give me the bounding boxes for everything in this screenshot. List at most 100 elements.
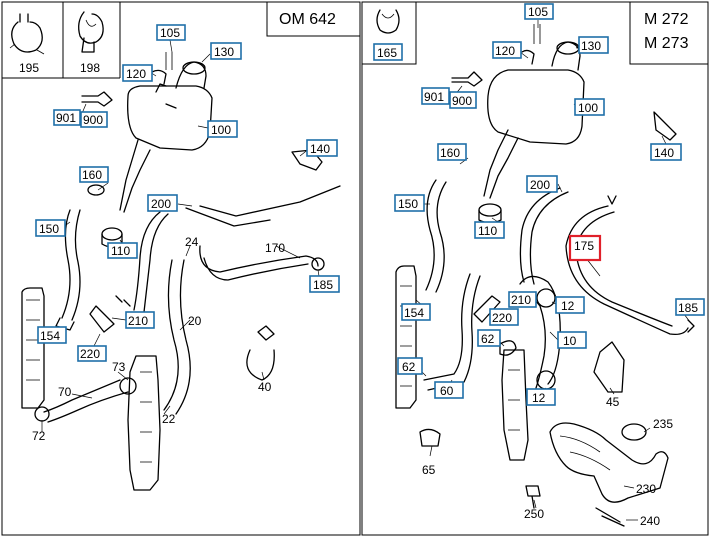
callout-60-right[interactable]: 60 [440, 384, 454, 398]
callout-box-110-right [474, 221, 505, 239]
clamp-165-drawing [376, 9, 400, 34]
callout-200-left[interactable]: 200 [151, 197, 171, 211]
callout-box-175-right-highlighted [568, 234, 602, 262]
callout-160-left[interactable]: 160 [82, 168, 102, 182]
callout-100-right[interactable]: 100 [578, 101, 598, 115]
part-label-170: 170 [265, 241, 285, 255]
callout-154-right[interactable]: 154 [404, 306, 424, 320]
callout-box-200-right [526, 175, 558, 193]
left-callouts: 105 130 120 901 900 100 140 160 200 150 … [35, 24, 340, 362]
callout-160-right[interactable]: 160 [440, 146, 460, 160]
part-label-65: 65 [422, 463, 436, 477]
callout-130-right[interactable]: 130 [581, 39, 601, 53]
callout-105-right[interactable]: 105 [528, 5, 548, 19]
callout-box-154-right [401, 303, 431, 321]
callout-box-160-left [79, 166, 109, 183]
callout-12-right-lower[interactable]: 12 [532, 391, 546, 405]
part-label-72: 72 [32, 429, 46, 443]
callout-175-right[interactable]: 175 [574, 239, 594, 253]
engine-title-right-2: M 273 [644, 35, 689, 52]
engine-title-left: OM 642 [279, 11, 336, 28]
callout-box-900-right [449, 91, 477, 109]
callout-210-left[interactable]: 210 [128, 314, 148, 328]
callout-box-160-right [437, 143, 467, 161]
callout-110-right[interactable]: 110 [478, 224, 497, 238]
callout-box-185-right [675, 298, 705, 316]
callout-box-901-right [421, 87, 450, 105]
left-radiator [21, 149, 325, 491]
callout-box-150-left [35, 219, 66, 237]
callout-900-left[interactable]: 900 [83, 113, 103, 127]
engine-box-left [266, 1, 361, 37]
callout-62-right-upper[interactable]: 62 [481, 332, 495, 346]
callout-140-right[interactable]: 140 [654, 146, 674, 160]
part-label-73: 73 [112, 360, 126, 374]
left-leader-lines [41, 39, 321, 432]
callout-box-220-right [489, 308, 519, 326]
engine-title-right-1: M 272 [644, 11, 689, 28]
part-label-198: 198 [80, 61, 100, 75]
callout-150-left[interactable]: 150 [39, 222, 59, 236]
callout-120-left[interactable]: 120 [126, 67, 146, 81]
callout-10-right[interactable]: 10 [563, 334, 577, 348]
callout-901-right[interactable]: 901 [424, 90, 444, 104]
right-radiator [395, 111, 695, 527]
callout-130-left[interactable]: 130 [214, 45, 234, 59]
part-label-20: 20 [188, 314, 202, 328]
callout-220-left[interactable]: 220 [80, 347, 100, 361]
callout-box-12-right-upper [555, 296, 585, 314]
callout-box-200-left [147, 194, 178, 212]
callout-box-140-right [650, 143, 682, 161]
callout-box-220-left [77, 345, 107, 362]
callout-62-right-lower[interactable]: 62 [402, 360, 416, 374]
callout-box-120-right [492, 41, 522, 59]
clamp-198-drawing [78, 11, 104, 53]
part-label-250: 250 [524, 507, 544, 521]
callout-box-110-left [107, 242, 138, 259]
left-panel-frame [1, 1, 361, 536]
left-plain-labels: 24 170 20 73 70 22 72 40 [32, 235, 285, 443]
callout-210-right[interactable]: 210 [511, 293, 531, 307]
part-label-24: 24 [185, 235, 199, 249]
callout-165[interactable]: 165 [377, 46, 397, 60]
callout-box-150-right [394, 194, 425, 212]
callout-220-right[interactable]: 220 [492, 311, 512, 325]
callout-100-left[interactable]: 100 [211, 123, 231, 137]
callout-110-left[interactable]: 110 [111, 244, 130, 258]
engine-box-right [629, 1, 709, 65]
callout-900-right[interactable]: 900 [452, 94, 472, 108]
callout-200-right[interactable]: 200 [530, 178, 550, 192]
part-label-195: 195 [19, 61, 39, 75]
callout-box-130-right [578, 36, 609, 54]
callout-box-105-left [156, 24, 186, 41]
right-plain-labels: 45 235 65 230 250 240 [422, 395, 673, 528]
callout-box-900-left [80, 111, 108, 128]
inset-box-right [361, 1, 417, 65]
part-label-235: 235 [653, 417, 673, 431]
callout-box-140-left [306, 139, 338, 157]
callout-box-210-left [125, 311, 155, 329]
callout-12-right-upper[interactable]: 12 [561, 299, 575, 313]
part-label-40: 40 [258, 380, 272, 394]
callout-185-left[interactable]: 185 [313, 278, 333, 292]
callout-140-left[interactable]: 140 [310, 142, 330, 156]
callout-154-left[interactable]: 154 [40, 329, 60, 343]
callout-box-60-right [434, 381, 464, 399]
callout-box-165 [373, 43, 403, 61]
part-label-22: 22 [162, 412, 176, 426]
callout-box-62-right-upper [477, 329, 501, 347]
part-label-230: 230 [636, 482, 656, 496]
callout-185-right[interactable]: 185 [678, 301, 698, 315]
callout-150-right[interactable]: 150 [398, 197, 418, 211]
callout-105-left[interactable]: 105 [160, 26, 180, 40]
part-label-70: 70 [58, 385, 72, 399]
callout-120-right[interactable]: 120 [495, 44, 515, 58]
callout-box-100-right [574, 98, 605, 116]
callout-box-10-right [557, 331, 587, 349]
left-hoses [43, 185, 341, 423]
callout-box-185-left [309, 275, 340, 293]
right-hoses [423, 179, 689, 391]
callout-901-left[interactable]: 901 [56, 111, 76, 125]
